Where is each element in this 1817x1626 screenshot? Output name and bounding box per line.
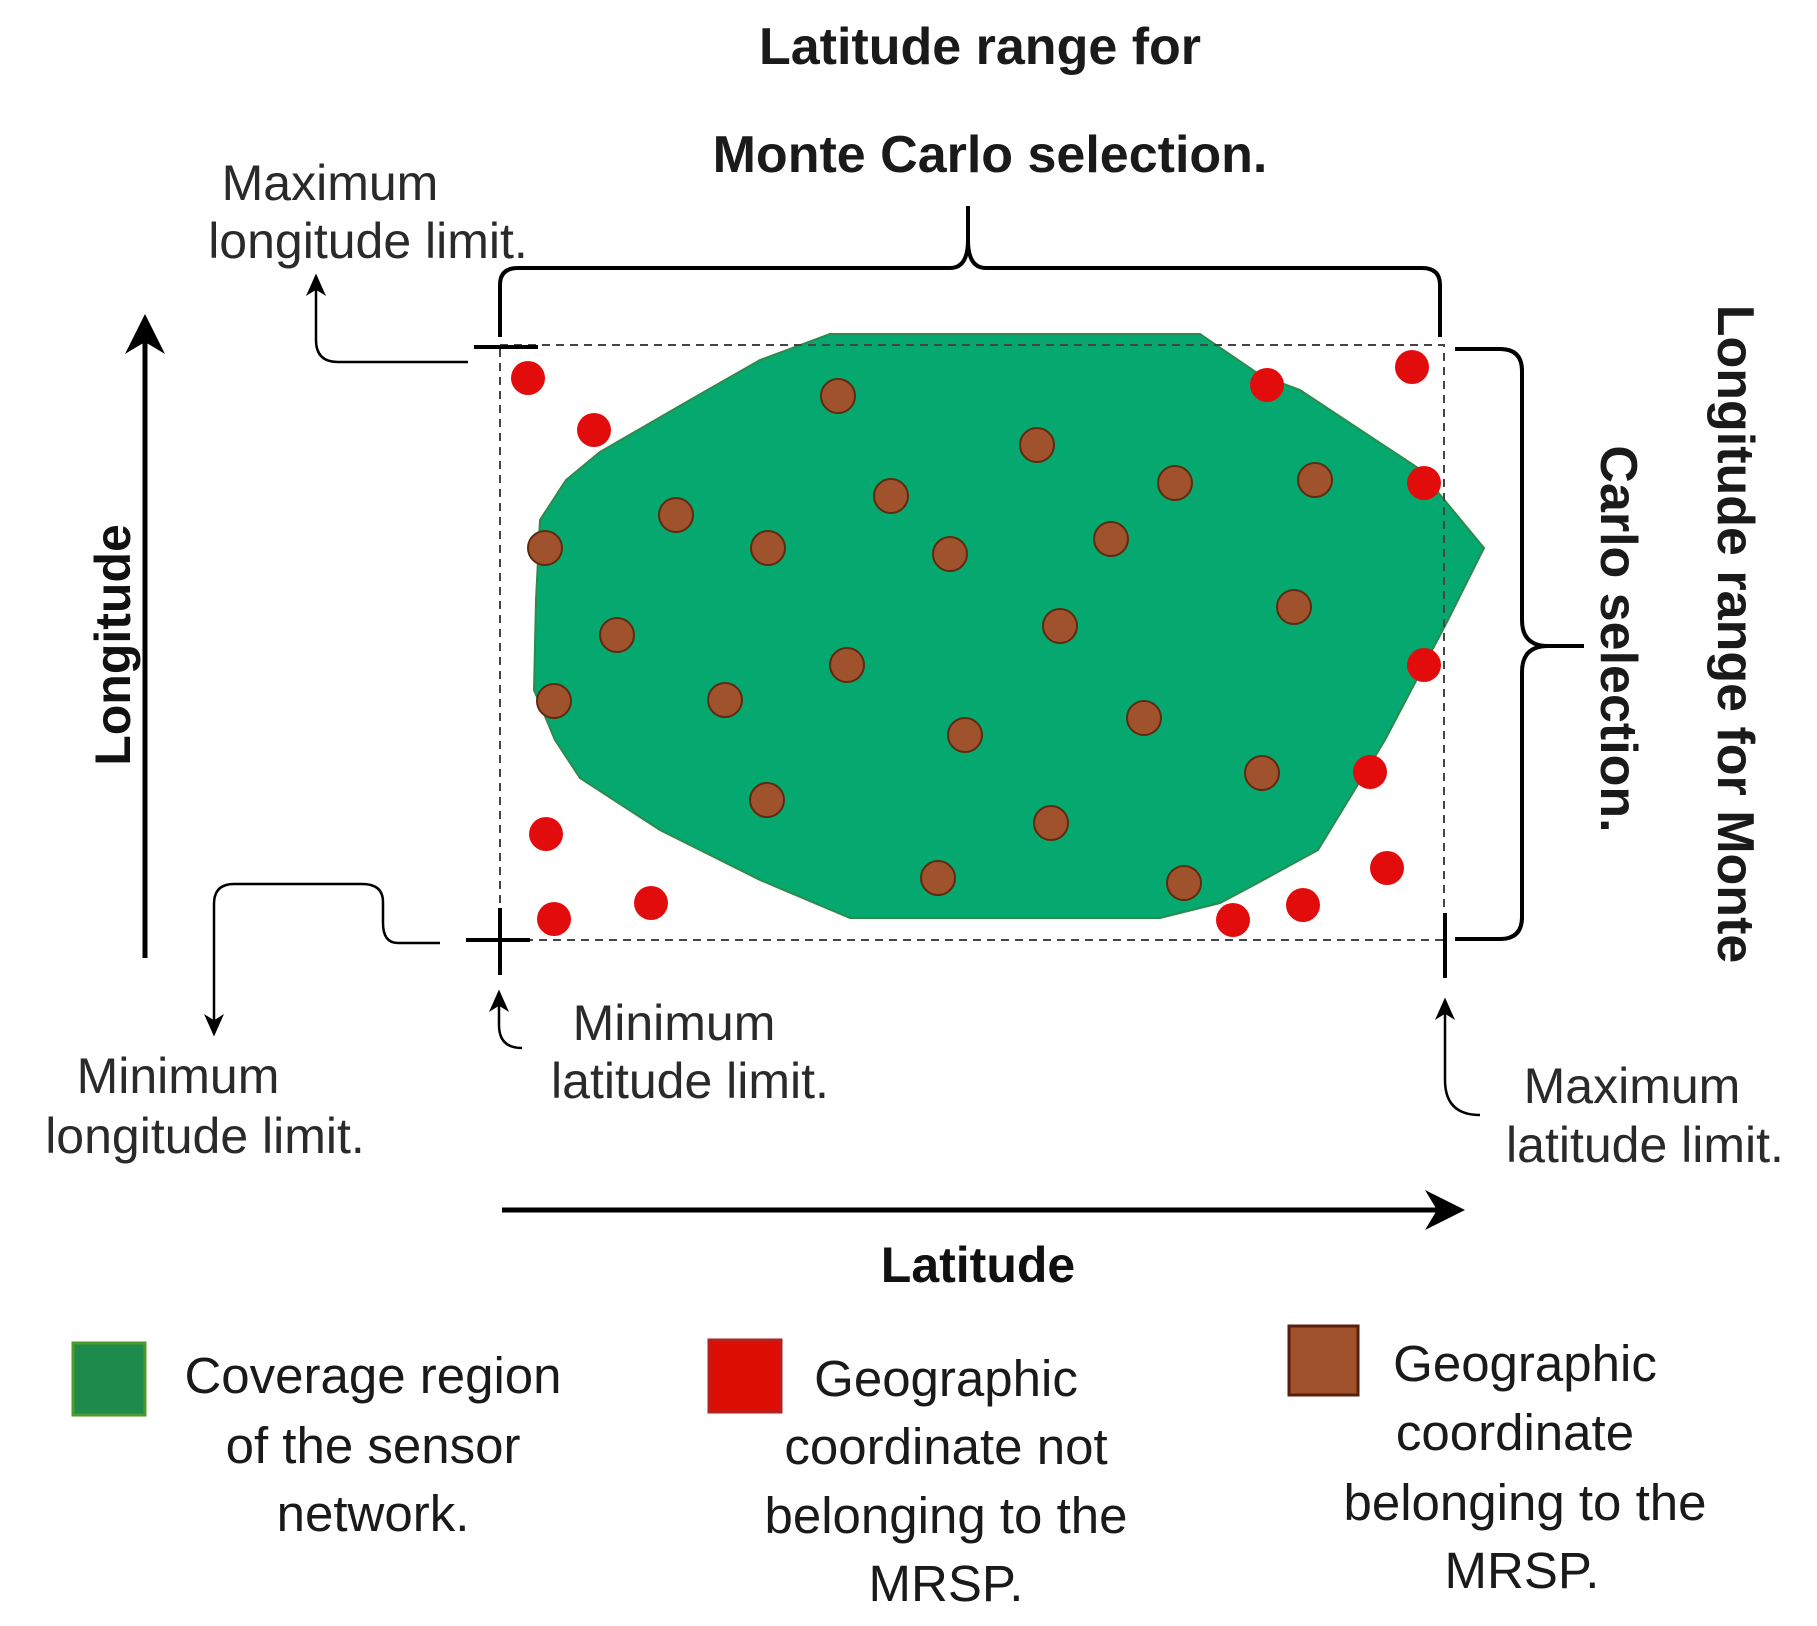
legend-swatch-coverage — [71, 1341, 147, 1417]
outside-point — [1407, 648, 1441, 682]
inside-point — [1042, 608, 1078, 644]
outside-point — [1250, 368, 1284, 402]
max-longitude-leader — [306, 273, 468, 364]
legend-swatch-outside-point — [707, 1338, 783, 1414]
inside-point — [829, 647, 865, 683]
inside-point — [527, 530, 563, 566]
inside-point — [599, 617, 635, 653]
inside-point — [749, 782, 785, 818]
legend-swatch-inside-point — [1287, 1324, 1360, 1397]
min-latitude-label-line-1: Minimum — [573, 995, 776, 1051]
legend-outside-line-4: MRSP. — [869, 1555, 1024, 1612]
min-longitude-label-line-2: longitude limit. — [45, 1108, 365, 1164]
outside-point — [1407, 466, 1441, 500]
legend-outside-line-2: coordinate not — [784, 1418, 1107, 1475]
inside-point — [947, 717, 983, 753]
inside-point — [932, 536, 968, 572]
outside-point — [1286, 888, 1320, 922]
right-title-line-2: Carlo selection. — [1589, 445, 1647, 832]
longitude-axis-title: Longitude — [85, 524, 141, 766]
sample-points — [511, 350, 1441, 937]
inside-point — [750, 530, 786, 566]
min-latitude-leader — [489, 989, 523, 1050]
top-title-line-1: Latitude range for — [759, 18, 1201, 76]
inside-point — [1166, 865, 1202, 901]
max-longitude-label-line-2: longitude limit. — [208, 213, 528, 269]
legend-outside-line-1: Geographic — [814, 1350, 1078, 1407]
outside-point — [1216, 903, 1250, 937]
max-latitude-label-line-2: latitude limit. — [1506, 1117, 1784, 1173]
inside-point — [536, 683, 572, 719]
min-longitude-leader — [204, 882, 440, 1037]
legend-inside-line-2: coordinate — [1396, 1404, 1634, 1461]
top-title-line-2: Monte Carlo selection. — [713, 126, 1268, 184]
inside-point — [1093, 521, 1129, 557]
inside-point — [707, 682, 743, 718]
legend-coverage-line-3: network. — [277, 1485, 470, 1542]
min-latitude-label-line-2: latitude limit. — [551, 1053, 829, 1109]
inside-point — [1297, 462, 1333, 498]
inside-point — [1276, 589, 1312, 625]
outside-point — [577, 413, 611, 447]
inside-point — [920, 860, 956, 896]
outside-point — [529, 817, 563, 851]
min-longitude-label-line-1: Minimum — [77, 1048, 280, 1104]
right-title-line-1: Longitude range for Monte — [1706, 305, 1764, 964]
inside-point — [873, 478, 909, 514]
legend-coverage-line-2: of the sensor — [226, 1417, 521, 1474]
outside-point — [1395, 350, 1429, 384]
inside-point — [1157, 465, 1193, 501]
legend-outside-line-3: belonging to the — [765, 1487, 1128, 1544]
legend-coverage-line-1: Coverage region — [184, 1347, 561, 1404]
outside-point — [1353, 755, 1387, 789]
legend-inside-line-3: belonging to the — [1344, 1474, 1707, 1531]
top-brace — [498, 206, 1442, 337]
legend-inside-line-1: Geographic — [1393, 1335, 1657, 1392]
max-latitude-leader — [1435, 997, 1481, 1117]
inside-point — [1244, 755, 1280, 791]
inside-point — [658, 497, 694, 533]
legend-inside-line-4: MRSP. — [1445, 1542, 1600, 1599]
outside-point — [511, 361, 545, 395]
inside-point — [820, 378, 856, 414]
inside-point — [1019, 427, 1055, 463]
outside-point — [537, 902, 571, 936]
inside-point — [1126, 700, 1162, 736]
outside-point — [1370, 851, 1404, 885]
coverage-region — [532, 333, 1486, 919]
latitude-axis-title: Latitude — [881, 1237, 1075, 1293]
max-longitude-label-line-1: Maximum — [222, 155, 439, 211]
max-latitude-label-line-1: Maximum — [1524, 1058, 1741, 1114]
outside-point — [634, 886, 668, 920]
inside-point — [1033, 805, 1069, 841]
right-brace — [1455, 347, 1584, 941]
